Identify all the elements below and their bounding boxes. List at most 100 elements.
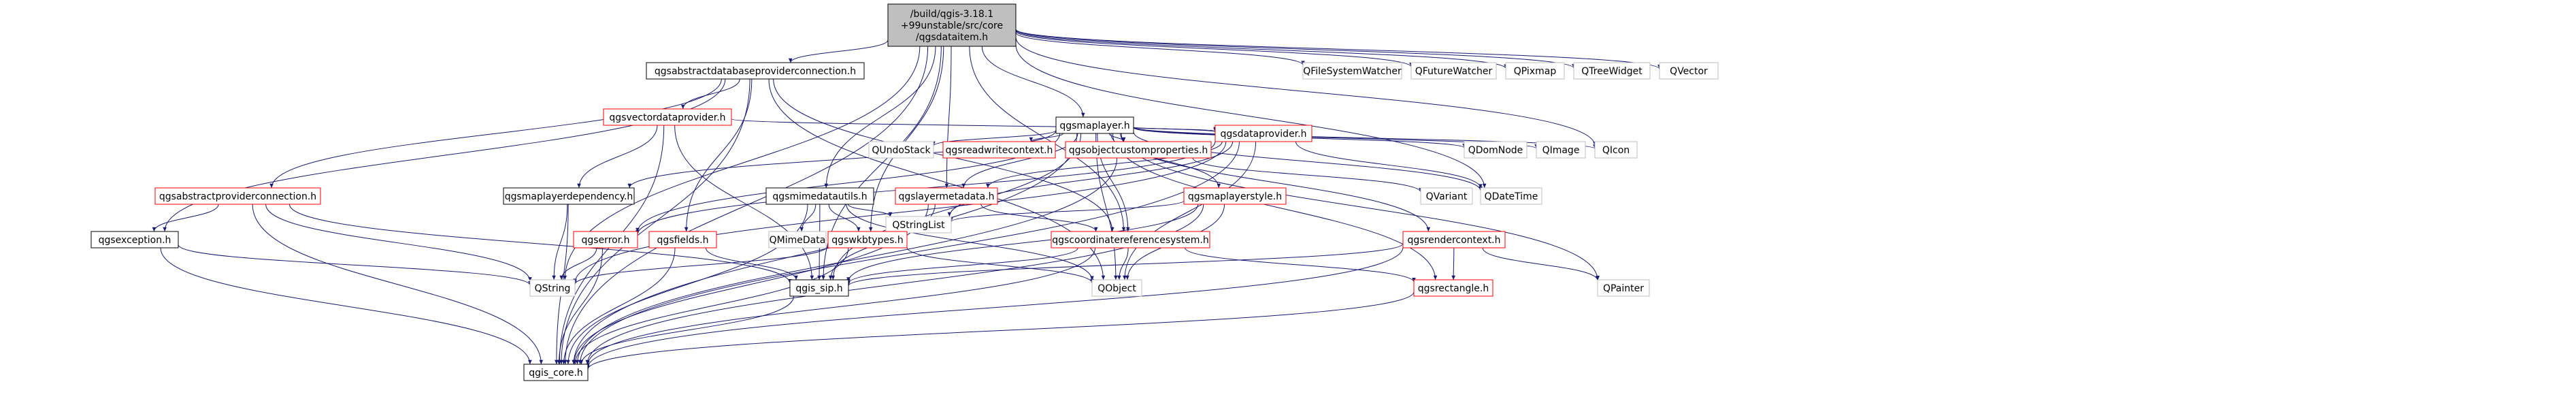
edge-root-to-maplayer	[981, 46, 1085, 118]
node-label-qobject: QObject	[1097, 283, 1136, 294]
node-box-qexc	[90, 231, 179, 248]
node-crs[interactable]: qgscoordinatereferencesystem.h	[1051, 231, 1210, 248]
node-box-qimage	[1536, 141, 1586, 159]
node-qtw[interactable]: QTreeWidget	[1573, 62, 1651, 80]
node-label-apc: qgsabstractproviderconnection.h	[159, 191, 316, 202]
node-label-crs: qgscoordinatereferencesystem.h	[1052, 235, 1209, 246]
node-label-qerr: qgserror.h	[582, 235, 630, 246]
edge-crs-to-qobject	[1117, 247, 1129, 280]
node-maplayer[interactable]: qgsmaplayer.h	[1055, 116, 1134, 134]
node-label-rwctx: qgsreadwritecontext.h	[946, 145, 1053, 156]
node-box-vdp	[603, 108, 732, 126]
node-rwctx[interactable]: qgsreadwritecontext.h	[942, 141, 1056, 159]
node-label-dataprov: qgsdataprovider.h	[1221, 129, 1307, 140]
node-qsl[interactable]: QStringList	[885, 216, 952, 234]
node-box-qtw	[1573, 62, 1651, 80]
node-qexc[interactable]: qgsexception.h	[90, 231, 179, 248]
node-wkb[interactable]: qgswkbtypes.h	[827, 231, 908, 248]
edge-mlstyle-to-qsl	[949, 200, 1185, 223]
node-box-sip	[789, 279, 849, 297]
node-box-qfields	[648, 231, 717, 248]
node-label-objprops: qgsobjectcustomproperties.h	[1069, 145, 1208, 156]
edge-qfields-to-sip	[705, 247, 798, 280]
edge-lmeta-to-crs	[980, 204, 1098, 232]
edge-root-to-qicon	[1015, 37, 1597, 146]
node-qicon[interactable]: QIcon	[1594, 141, 1638, 159]
node-qstring[interactable]: QString	[529, 279, 576, 297]
edge-maplayer-to-rect	[1112, 133, 1438, 280]
edge-root-to-wkb	[868, 46, 944, 232]
node-label-qdatetime: QDateTime	[1485, 191, 1538, 202]
node-sip[interactable]: qgis_sip.h	[789, 279, 849, 297]
node-label-rctx: qgsrendercontext.h	[1407, 235, 1500, 246]
node-box-mlstyle	[1183, 187, 1287, 205]
node-label-mimeutils: qgsmimedatautils.h	[772, 191, 867, 202]
node-fwatch[interactable]: QFutureWatcher	[1410, 62, 1497, 80]
node-rctx[interactable]: qgsrendercontext.h	[1402, 231, 1506, 248]
node-apc[interactable]: qgsabstractproviderconnection.h	[154, 187, 321, 205]
node-box-dataprov	[1215, 125, 1312, 142]
node-box-mimeutils	[765, 187, 874, 205]
node-core[interactable]: qgis_core.h	[523, 364, 589, 381]
node-qfields[interactable]: qgsfields.h	[648, 231, 717, 248]
node-adbpc[interactable]: qgsabstractdatabaseproviderconnection.h	[646, 62, 865, 80]
node-box-core	[523, 364, 589, 381]
edge-objprops-to-qvariant	[1192, 157, 1423, 193]
edge-maplayer-to-qpainter	[1121, 133, 1600, 280]
node-label-fsw: QFileSystemWatcher	[1303, 66, 1402, 77]
node-label-qexc: qgsexception.h	[99, 235, 171, 246]
node-root[interactable]: /build/qgis-3.18.1+99unstable/src/core/q…	[887, 3, 1017, 47]
node-label-qsl: QStringList	[892, 220, 945, 231]
node-qobject[interactable]: QObject	[1091, 279, 1142, 297]
node-qundo[interactable]: QUndoStack	[868, 141, 934, 159]
edge-dataprov-to-qobject	[1123, 141, 1257, 280]
node-qimage[interactable]: QImage	[1536, 141, 1586, 159]
edge-apc-to-qexc	[152, 204, 219, 232]
node-qdom[interactable]: QDomNode	[1464, 141, 1528, 159]
node-qvariant[interactable]: QVariant	[1420, 187, 1473, 205]
node-box-rwctx	[942, 141, 1056, 159]
node-mldep[interactable]: qgsmaplayerdependency.h	[503, 187, 635, 205]
node-box-qerr	[573, 231, 638, 248]
node-qerr[interactable]: qgserror.h	[573, 231, 638, 248]
edge-dataprov-to-qdatetime	[1295, 141, 1483, 189]
node-fsw[interactable]: QFileSystemWatcher	[1302, 62, 1402, 80]
edge-root-to-fsw	[1015, 32, 1305, 66]
node-qpainter[interactable]: QPainter	[1597, 279, 1650, 297]
node-label-root: +99unstable/src/core	[901, 20, 1003, 31]
node-mlstyle[interactable]: qgsmaplayerstyle.h	[1183, 187, 1287, 205]
node-label-qmime: QMimeData	[770, 235, 826, 246]
node-label-root: /build/qgis-3.18.1	[910, 9, 993, 20]
edge-mimeutils-to-qmime	[799, 204, 816, 232]
node-label-qicon: QIcon	[1602, 145, 1630, 156]
node-box-lmeta	[895, 187, 998, 205]
node-box-rctx	[1402, 231, 1506, 248]
edge-adbpc-to-qobject	[768, 78, 1106, 280]
node-qmime[interactable]: QMimeData	[768, 231, 827, 248]
edge-maplayer-to-qundo	[931, 129, 1057, 146]
edge-mldep-to-qstring	[552, 204, 568, 280]
node-box-objprops	[1065, 141, 1212, 159]
node-qvec[interactable]: QVector	[1659, 62, 1719, 80]
edge-dataprov-to-core	[578, 141, 1240, 365]
node-label-vdp: qgsvectordataprovider.h	[609, 112, 725, 123]
node-label-wkb: qgswkbtypes.h	[831, 235, 903, 246]
node-vdp[interactable]: qgsvectordataprovider.h	[603, 108, 732, 126]
node-label-core: qgis_core.h	[529, 368, 583, 379]
node-box-qicon	[1594, 141, 1638, 159]
edge-adbpc-to-vdp	[680, 78, 740, 110]
node-lmeta[interactable]: qgslayermetadata.h	[895, 187, 998, 205]
node-box-qobject	[1091, 279, 1142, 297]
edge-qerr-to-qstring	[559, 247, 597, 280]
edge-crs-to-core	[586, 247, 1096, 366]
node-objprops[interactable]: qgsobjectcustomproperties.h	[1065, 141, 1212, 159]
edge-maplayer-to-objprops	[1108, 133, 1126, 142]
node-mimeutils[interactable]: qgsmimedatautils.h	[765, 187, 874, 205]
node-qpix[interactable]: QPixmap	[1505, 62, 1565, 80]
node-rect[interactable]: qgsrectangle.h	[1413, 279, 1493, 297]
edge-mimeutils-to-wkb	[828, 204, 861, 232]
node-qdatetime[interactable]: QDateTime	[1480, 187, 1542, 205]
edge-adbpc-to-qfields	[684, 78, 753, 232]
node-dataprov[interactable]: qgsdataprovider.h	[1215, 125, 1312, 142]
